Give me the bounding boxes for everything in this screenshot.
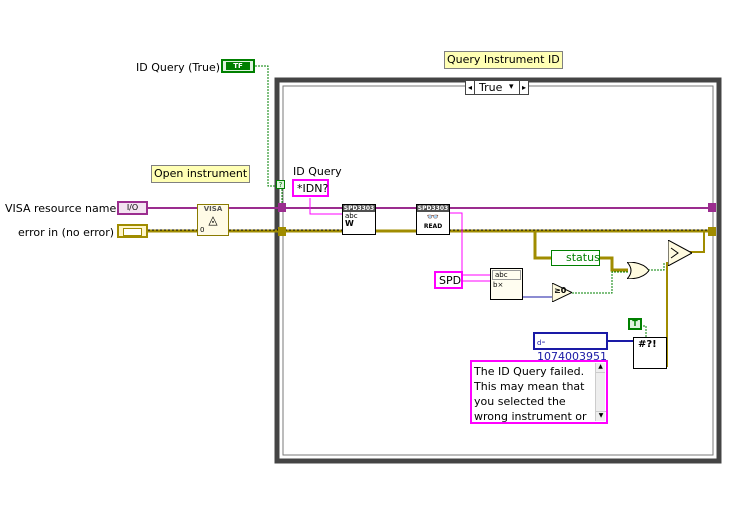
case-next-icon[interactable]: ▸: [519, 81, 528, 94]
query-instrument-id-comment: Query Instrument ID: [444, 51, 563, 69]
case-prev-icon[interactable]: ◂: [466, 81, 475, 94]
idn-string-constant[interactable]: *IDN?: [292, 179, 329, 197]
error-in-terminal[interactable]: [117, 224, 148, 238]
case-selector-value: True: [479, 81, 503, 94]
message-text: The ID Query failed. This may mean that …: [474, 365, 587, 423]
id-query-label: ID Query: [293, 165, 342, 178]
visa-resource-terminal[interactable]: I/O: [117, 201, 148, 215]
error-in-label: error in (no error): [18, 226, 115, 239]
visa-resource-name-label: VISA resource name: [5, 202, 117, 215]
boolean-tunnel: ?: [276, 180, 285, 189]
or-gate-icon[interactable]: [625, 261, 650, 280]
spd-write-icon[interactable]: SPD3303 abc W: [342, 204, 376, 235]
error-cluster-icon[interactable]: #?!: [633, 337, 667, 369]
id-query-true-terminal[interactable]: TF: [221, 59, 255, 73]
greater-equal-zero-icon[interactable]: ≥0: [551, 282, 574, 303]
message-scrollbar[interactable]: ▲ ▼: [595, 363, 606, 421]
spd-read-icon[interactable]: SPD3303 👓 READ: [416, 204, 450, 235]
match-pattern-icon[interactable]: abc b×: [490, 268, 523, 300]
message-string-constant[interactable]: The ID Query failed. This may mean that …: [470, 360, 608, 424]
error-code-constant[interactable]: d-1074003951: [533, 332, 608, 363]
id-query-true-label: ID Query (True): [136, 61, 221, 74]
error-wire: [148, 229, 712, 272]
true-constant[interactable]: T: [628, 318, 642, 330]
chevron-down-icon[interactable]: ▾: [509, 82, 514, 92]
select-icon[interactable]: [667, 239, 694, 267]
visa-open-icon[interactable]: VISA ◬ 0: [197, 204, 229, 236]
spd-string-constant[interactable]: SPD: [434, 271, 463, 289]
case-selector[interactable]: ◂ True ▾ ▸: [465, 80, 529, 95]
open-instrument-comment: Open instrument: [151, 165, 251, 183]
status-unbundle[interactable]: status: [551, 250, 600, 266]
string-wire: [309, 198, 491, 282]
